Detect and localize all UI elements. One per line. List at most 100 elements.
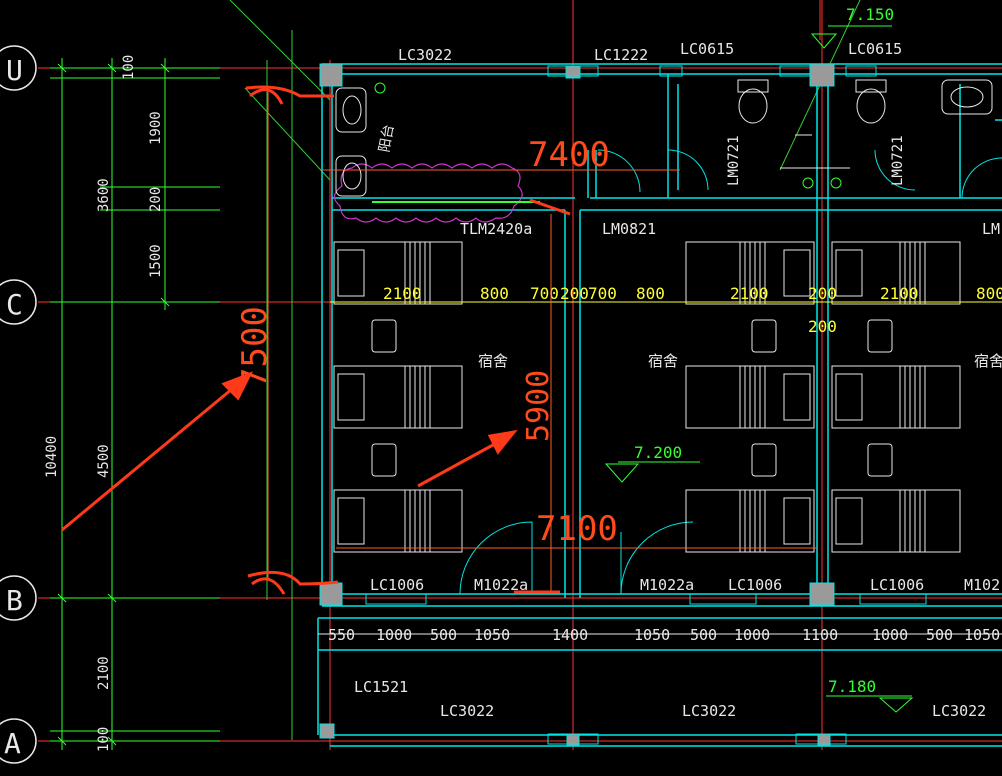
dim-bottom-1000-a: 1000 [376,626,412,644]
sink-icon-3 [941,79,993,115]
dim-left-1500: 1500 [148,244,164,278]
dim-left-3600: 3600 [96,178,112,212]
fixtures [335,79,993,197]
dim-yellow-800-c: 800 [976,284,1002,303]
chair-icon [371,319,397,353]
dim-bottom-500-c: 500 [926,626,953,644]
label-balcony: 阳台 [377,123,398,153]
toilet-icon [737,79,769,124]
dim-yellow-700-b: 700 [588,284,617,303]
axis-bubble-u [0,45,37,91]
label-m1022a-a: M1022a [474,576,528,594]
elevation-markers [604,25,914,713]
dim-bottom-1050-b: 1050 [634,626,670,644]
label-lc3022-b3: LC3022 [932,702,986,720]
dim-left-10400: 10400 [44,436,60,478]
bed-icon [831,365,961,429]
walls [317,63,1002,747]
dim-bottom-1050-a: 1050 [474,626,510,644]
doors [459,149,1002,595]
label-lc1006-c: LC1006 [870,576,924,594]
dim-bottom-500-b: 500 [690,626,717,644]
label-lc1521: LC1521 [354,678,408,696]
bed-icon [831,241,961,305]
dim-left-4500: 4500 [96,444,112,478]
label-lc3022-top: LC3022 [398,46,452,64]
left-dimension-lines [50,58,220,750]
axis-lines [38,0,1002,750]
label-lc3022-b2: LC3022 [682,702,736,720]
dim-yellow-200-c: 200 [808,317,837,336]
label-tlm2420a: TLM2420a [460,220,532,238]
dim-bottom-550: 550 [328,626,355,644]
dim-bottom-1400: 1400 [552,626,588,644]
label-lc0615-a: LC0615 [680,40,734,58]
bed-icon [333,489,463,553]
elevation-bottom: 7.180 [828,677,876,696]
red-markups [61,85,571,595]
axis-label-a: A [4,727,21,760]
dim-bottom-1000-b: 1000 [734,626,770,644]
dim-left-100-top: 100 [121,55,137,80]
label-m1022a-b: M1022a [640,576,694,594]
arrow-icon [417,438,503,488]
dim-yellow-2100-a: 2100 [383,284,422,303]
measure-7100: 7100 [536,509,618,549]
bed-icon [685,241,815,305]
axis-bubble-b [0,575,37,621]
chair-icon [371,443,397,477]
arrow-icon [61,382,239,532]
label-lm0721-a: LM0721 [726,135,742,186]
measure-7400: 7400 [528,135,610,175]
dim-yellow-2100-b: 2100 [730,284,769,303]
dim-yellow-200-a: 200 [560,284,589,303]
sink-icon [335,87,367,133]
dim-yellow-800-b: 800 [636,284,665,303]
sink-icon-2 [335,155,367,197]
axis-label-u: U [6,54,23,87]
elevation-top: 7.150 [846,5,894,24]
measure-5900: 5900 [521,370,556,442]
chairs [371,319,893,477]
chair-icon [751,319,777,353]
beds [333,241,961,553]
label-lc0615-b: LC0615 [848,40,902,58]
dim-bottom-1100: 1100 [802,626,838,644]
axis-bubble-c [0,279,37,325]
axis-bubbles [0,45,37,764]
label-lc1006-a: LC1006 [370,576,424,594]
dim-left-100-bottom: 100 [96,727,112,752]
label-m102-cut: M102 [964,576,1000,594]
windows [365,65,927,745]
bed-icon [333,241,463,305]
chair-icon [867,319,893,353]
bed-icon [685,365,815,429]
axis-bubble-a [0,718,37,764]
label-lc3022-b1: LC3022 [440,702,494,720]
label-room-3: 宿舍 [974,352,1002,370]
bed-icon [685,489,815,553]
bed-icon [831,489,961,553]
dim-yellow-700-a: 700 [530,284,559,303]
dim-left-200: 200 [148,187,164,212]
dim-left-2100: 2100 [96,656,112,690]
planter-hatch [333,163,523,223]
measure-lines [267,92,818,594]
label-lm0821: LM0821 [602,220,656,238]
bed-icon [333,365,463,429]
label-lc1006-b: LC1006 [728,576,782,594]
dim-yellow-2100-c: 2100 [880,284,919,303]
axis-label-c: C [6,288,23,321]
label-lm-cut: LM [982,220,1000,238]
label-room-1: 宿舍 [478,352,508,370]
label-lm0721-b: LM0721 [890,135,906,186]
dim-bottom-1050-c: 1050 [964,626,1000,644]
label-lc1222: LC1222 [594,46,648,64]
dim-bottom-500-a: 500 [430,626,457,644]
axis-label-b: B [6,584,23,617]
dim-bottom-1000-c: 1000 [872,626,908,644]
dim-yellow-200-b: 200 [808,284,837,303]
label-room-2: 宿舍 [648,352,678,370]
toilet-icon-2 [855,79,887,124]
